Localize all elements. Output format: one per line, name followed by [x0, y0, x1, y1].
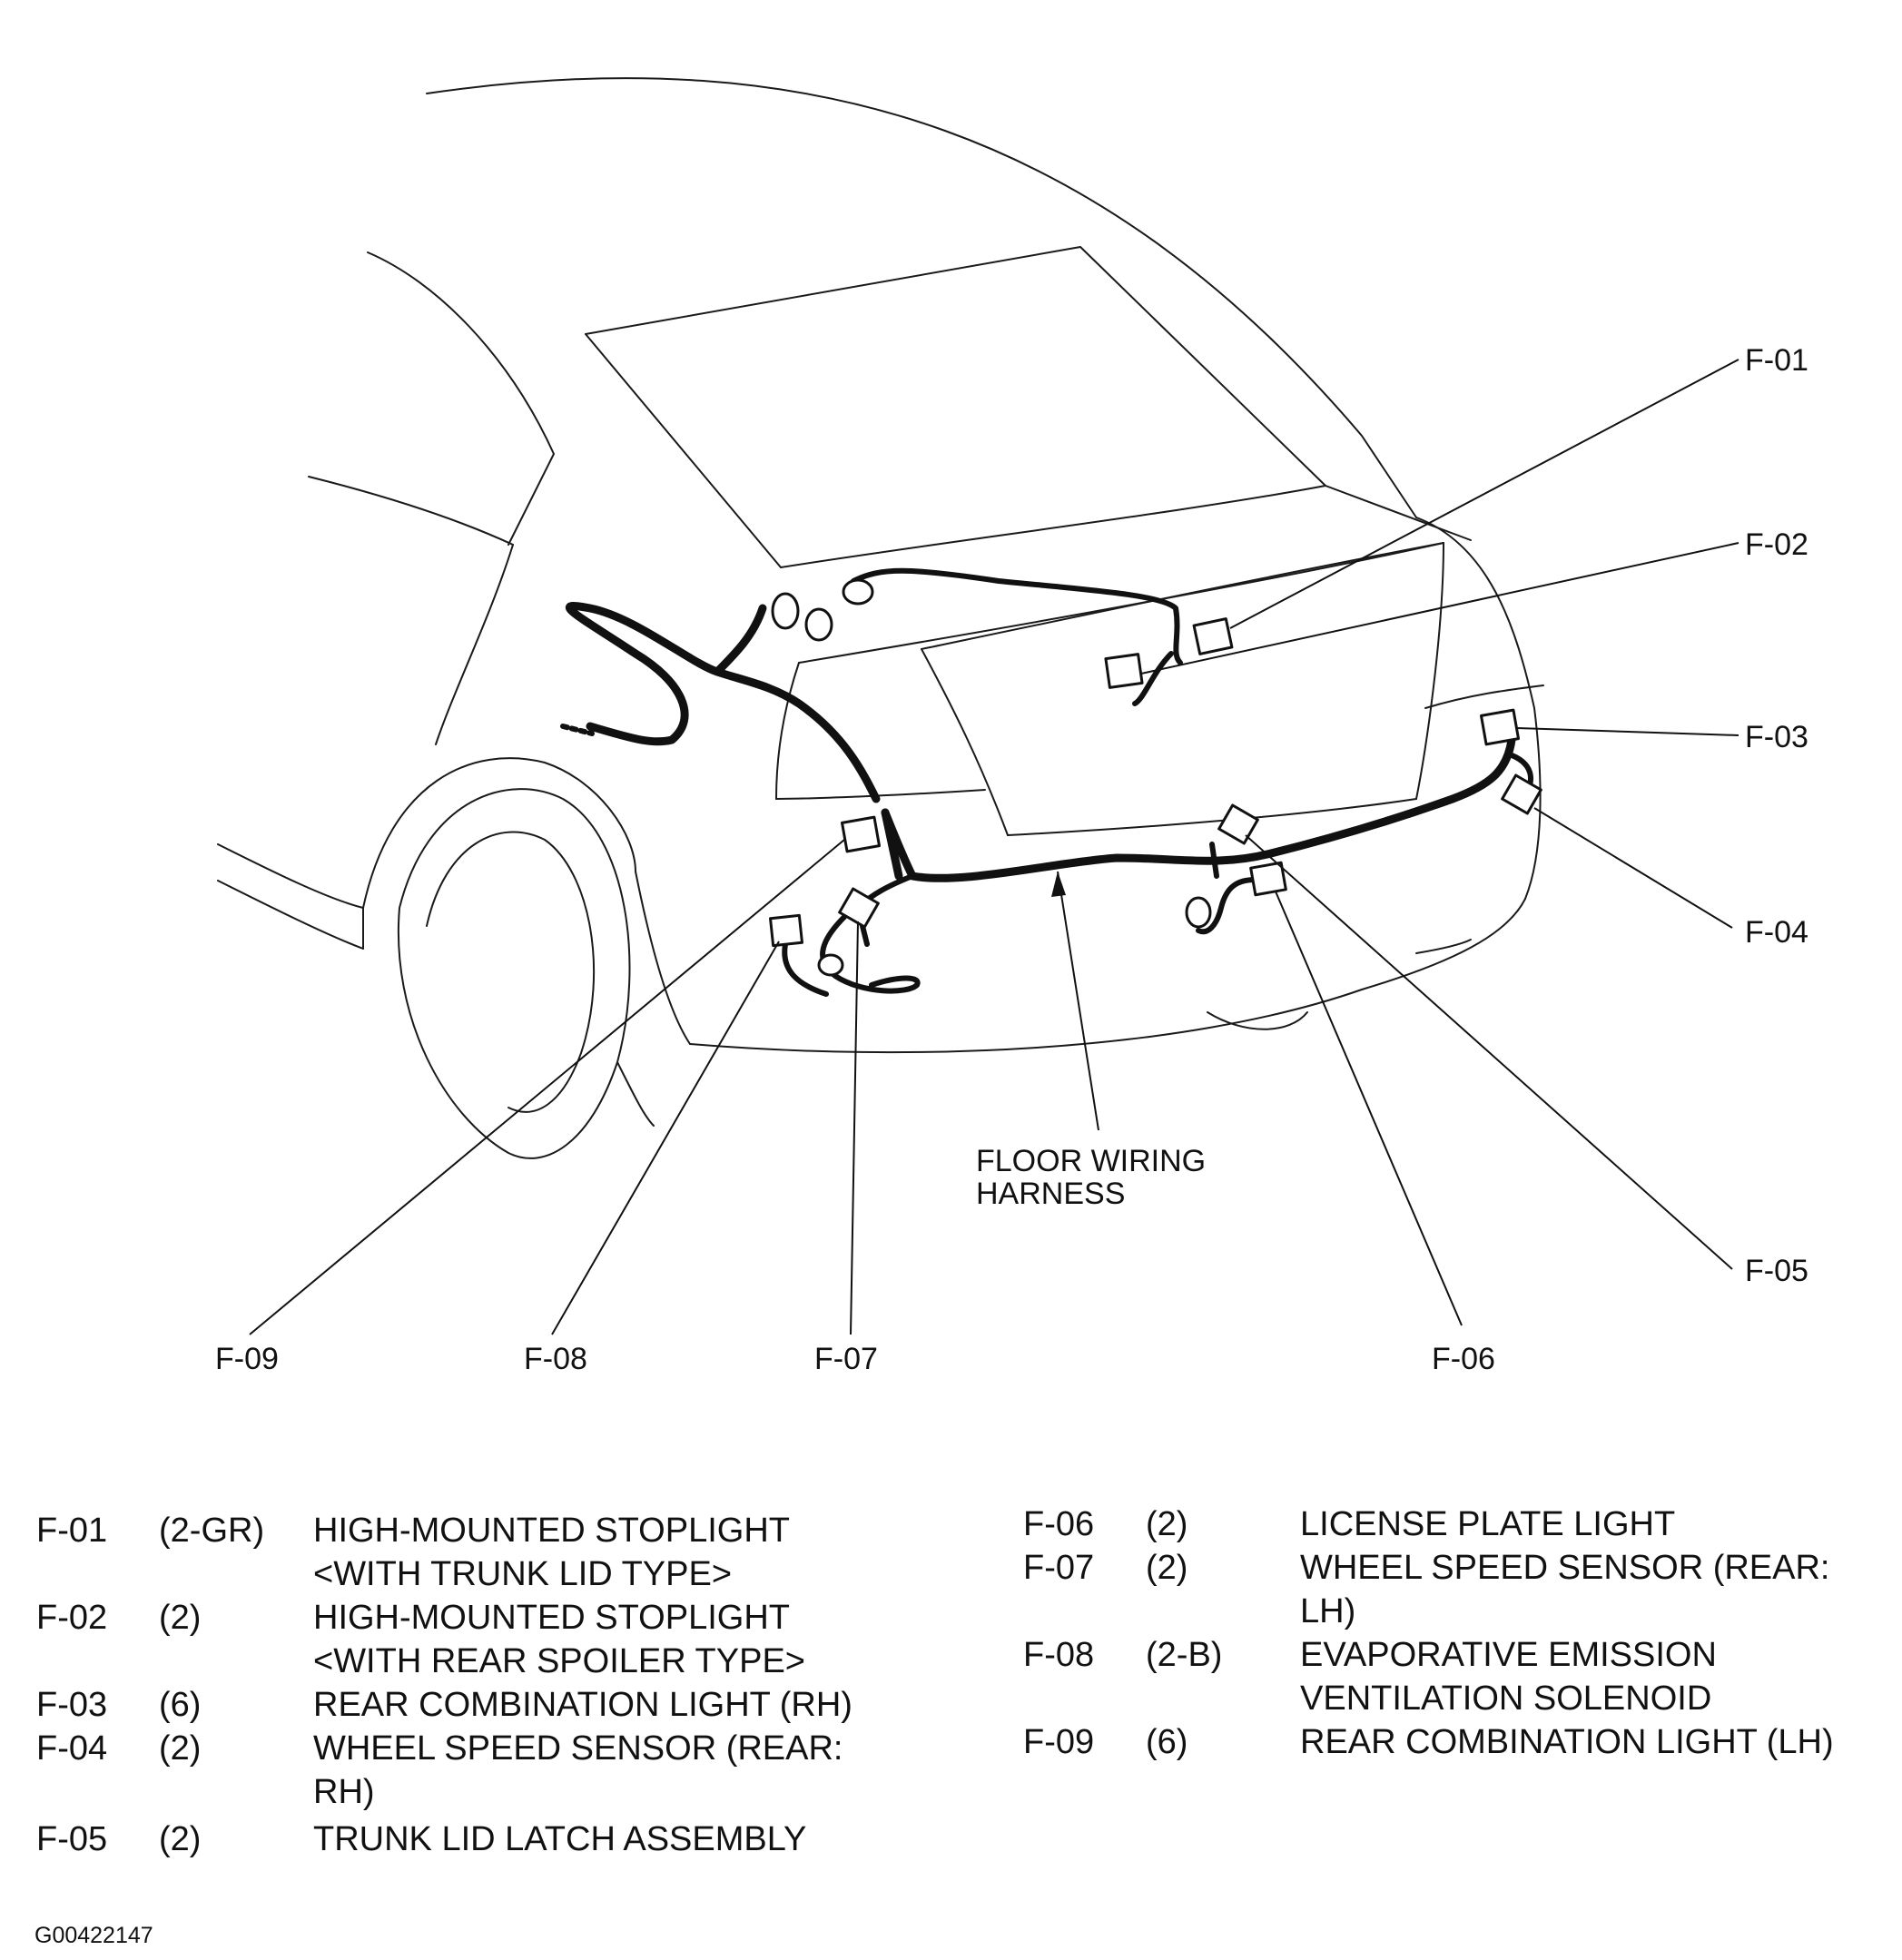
legend-pins: (2)	[1146, 1505, 1188, 1543]
callout-f05: F-05	[1745, 1254, 1808, 1288]
callout-f08: F-08	[524, 1342, 587, 1376]
legend-right: F-06 (2) LICENSE PLATE LIGHT F-07 (2) WH…	[1023, 1502, 1895, 1793]
callout-f09: F-09	[215, 1342, 279, 1376]
legend-code: F-04	[36, 1729, 108, 1768]
legend-code: F-02	[36, 1599, 108, 1637]
legend-pins: (2-GR)	[159, 1512, 265, 1550]
legend-desc: REAR COMBINATION LIGHT (LH)	[1300, 1723, 1834, 1761]
legend-pins: (2)	[159, 1599, 202, 1637]
legend-desc: LICENSE PLATE LIGHT	[1300, 1505, 1676, 1543]
connector-f01	[1192, 617, 1234, 655]
legend-pins: (2)	[159, 1820, 202, 1858]
legend-desc-cont: RH)	[313, 1773, 375, 1811]
callout-f03: F-03	[1745, 720, 1808, 754]
connector-f06	[1249, 861, 1287, 897]
connector-f03	[1479, 708, 1521, 746]
legend-desc-cont: <WITH TRUNK LID TYPE>	[313, 1555, 733, 1593]
legend-code: F-03	[36, 1686, 108, 1724]
legend-pins: (2)	[159, 1729, 202, 1768]
connector-f09	[840, 815, 882, 853]
legend-pins: (6)	[1146, 1723, 1188, 1761]
legend-code: F-05	[36, 1820, 108, 1858]
legend-code: F-07	[1023, 1549, 1095, 1587]
connector-f04	[1501, 773, 1542, 815]
legend-desc-cont: LH)	[1300, 1592, 1356, 1630]
floor-wiring-harness	[560, 567, 1533, 997]
connectors	[769, 617, 1542, 948]
harness-label: FLOOR WIRING HARNESS	[976, 1144, 1207, 1211]
callout-f06: F-06	[1432, 1342, 1495, 1376]
harness-label-line1: FLOOR WIRING	[976, 1144, 1207, 1178]
legend-desc: TRUNK LID LATCH ASSEMBLY	[313, 1820, 807, 1858]
harness-label-line2: HARNESS	[976, 1176, 1126, 1211]
wiring-harness-diagram	[217, 77, 1739, 1335]
legend-pins: (6)	[159, 1686, 202, 1724]
connector-f05	[1217, 803, 1259, 845]
harness-grommets	[771, 578, 1212, 977]
legend-desc: REAR COMBINATION LIGHT (RH)	[313, 1686, 852, 1724]
leader-lines	[249, 359, 1739, 1335]
callout-f02: F-02	[1745, 527, 1808, 562]
legend-pins: (2-B)	[1146, 1636, 1223, 1674]
figure-id: G00422147	[34, 1923, 153, 1948]
legend-code: F-08	[1023, 1636, 1095, 1674]
car-body-outline	[217, 77, 1544, 1159]
legend-desc-cont: VENTILATION SOLENOID	[1300, 1679, 1712, 1718]
legend-code: F-06	[1023, 1505, 1095, 1543]
callout-f07: F-07	[814, 1342, 878, 1376]
legend-desc: HIGH-MOUNTED STOPLIGHT	[313, 1512, 790, 1550]
legend-desc: HIGH-MOUNTED STOPLIGHT	[313, 1599, 790, 1637]
legend-desc: WHEEL SPEED SENSOR (REAR:	[1300, 1549, 1830, 1587]
legend-pins: (2)	[1146, 1549, 1188, 1587]
legend-desc: WHEEL SPEED SENSOR (REAR:	[313, 1729, 843, 1768]
legend-code: F-09	[1023, 1723, 1095, 1761]
legend-desc-cont: <WITH REAR SPOILER TYPE>	[313, 1642, 806, 1680]
legend-left: F-01 (2-GR) HIGH-MOUNTED STOPLIGHT <WITH…	[36, 1509, 962, 1890]
callout-f04: F-04	[1745, 915, 1808, 950]
connector-f02	[1104, 653, 1144, 689]
callout-f01: F-01	[1745, 343, 1808, 378]
connector-f08	[769, 913, 803, 948]
legend-code: F-01	[36, 1512, 108, 1550]
connector-f07	[838, 887, 880, 929]
legend-desc: EVAPORATIVE EMISSION	[1300, 1636, 1717, 1674]
